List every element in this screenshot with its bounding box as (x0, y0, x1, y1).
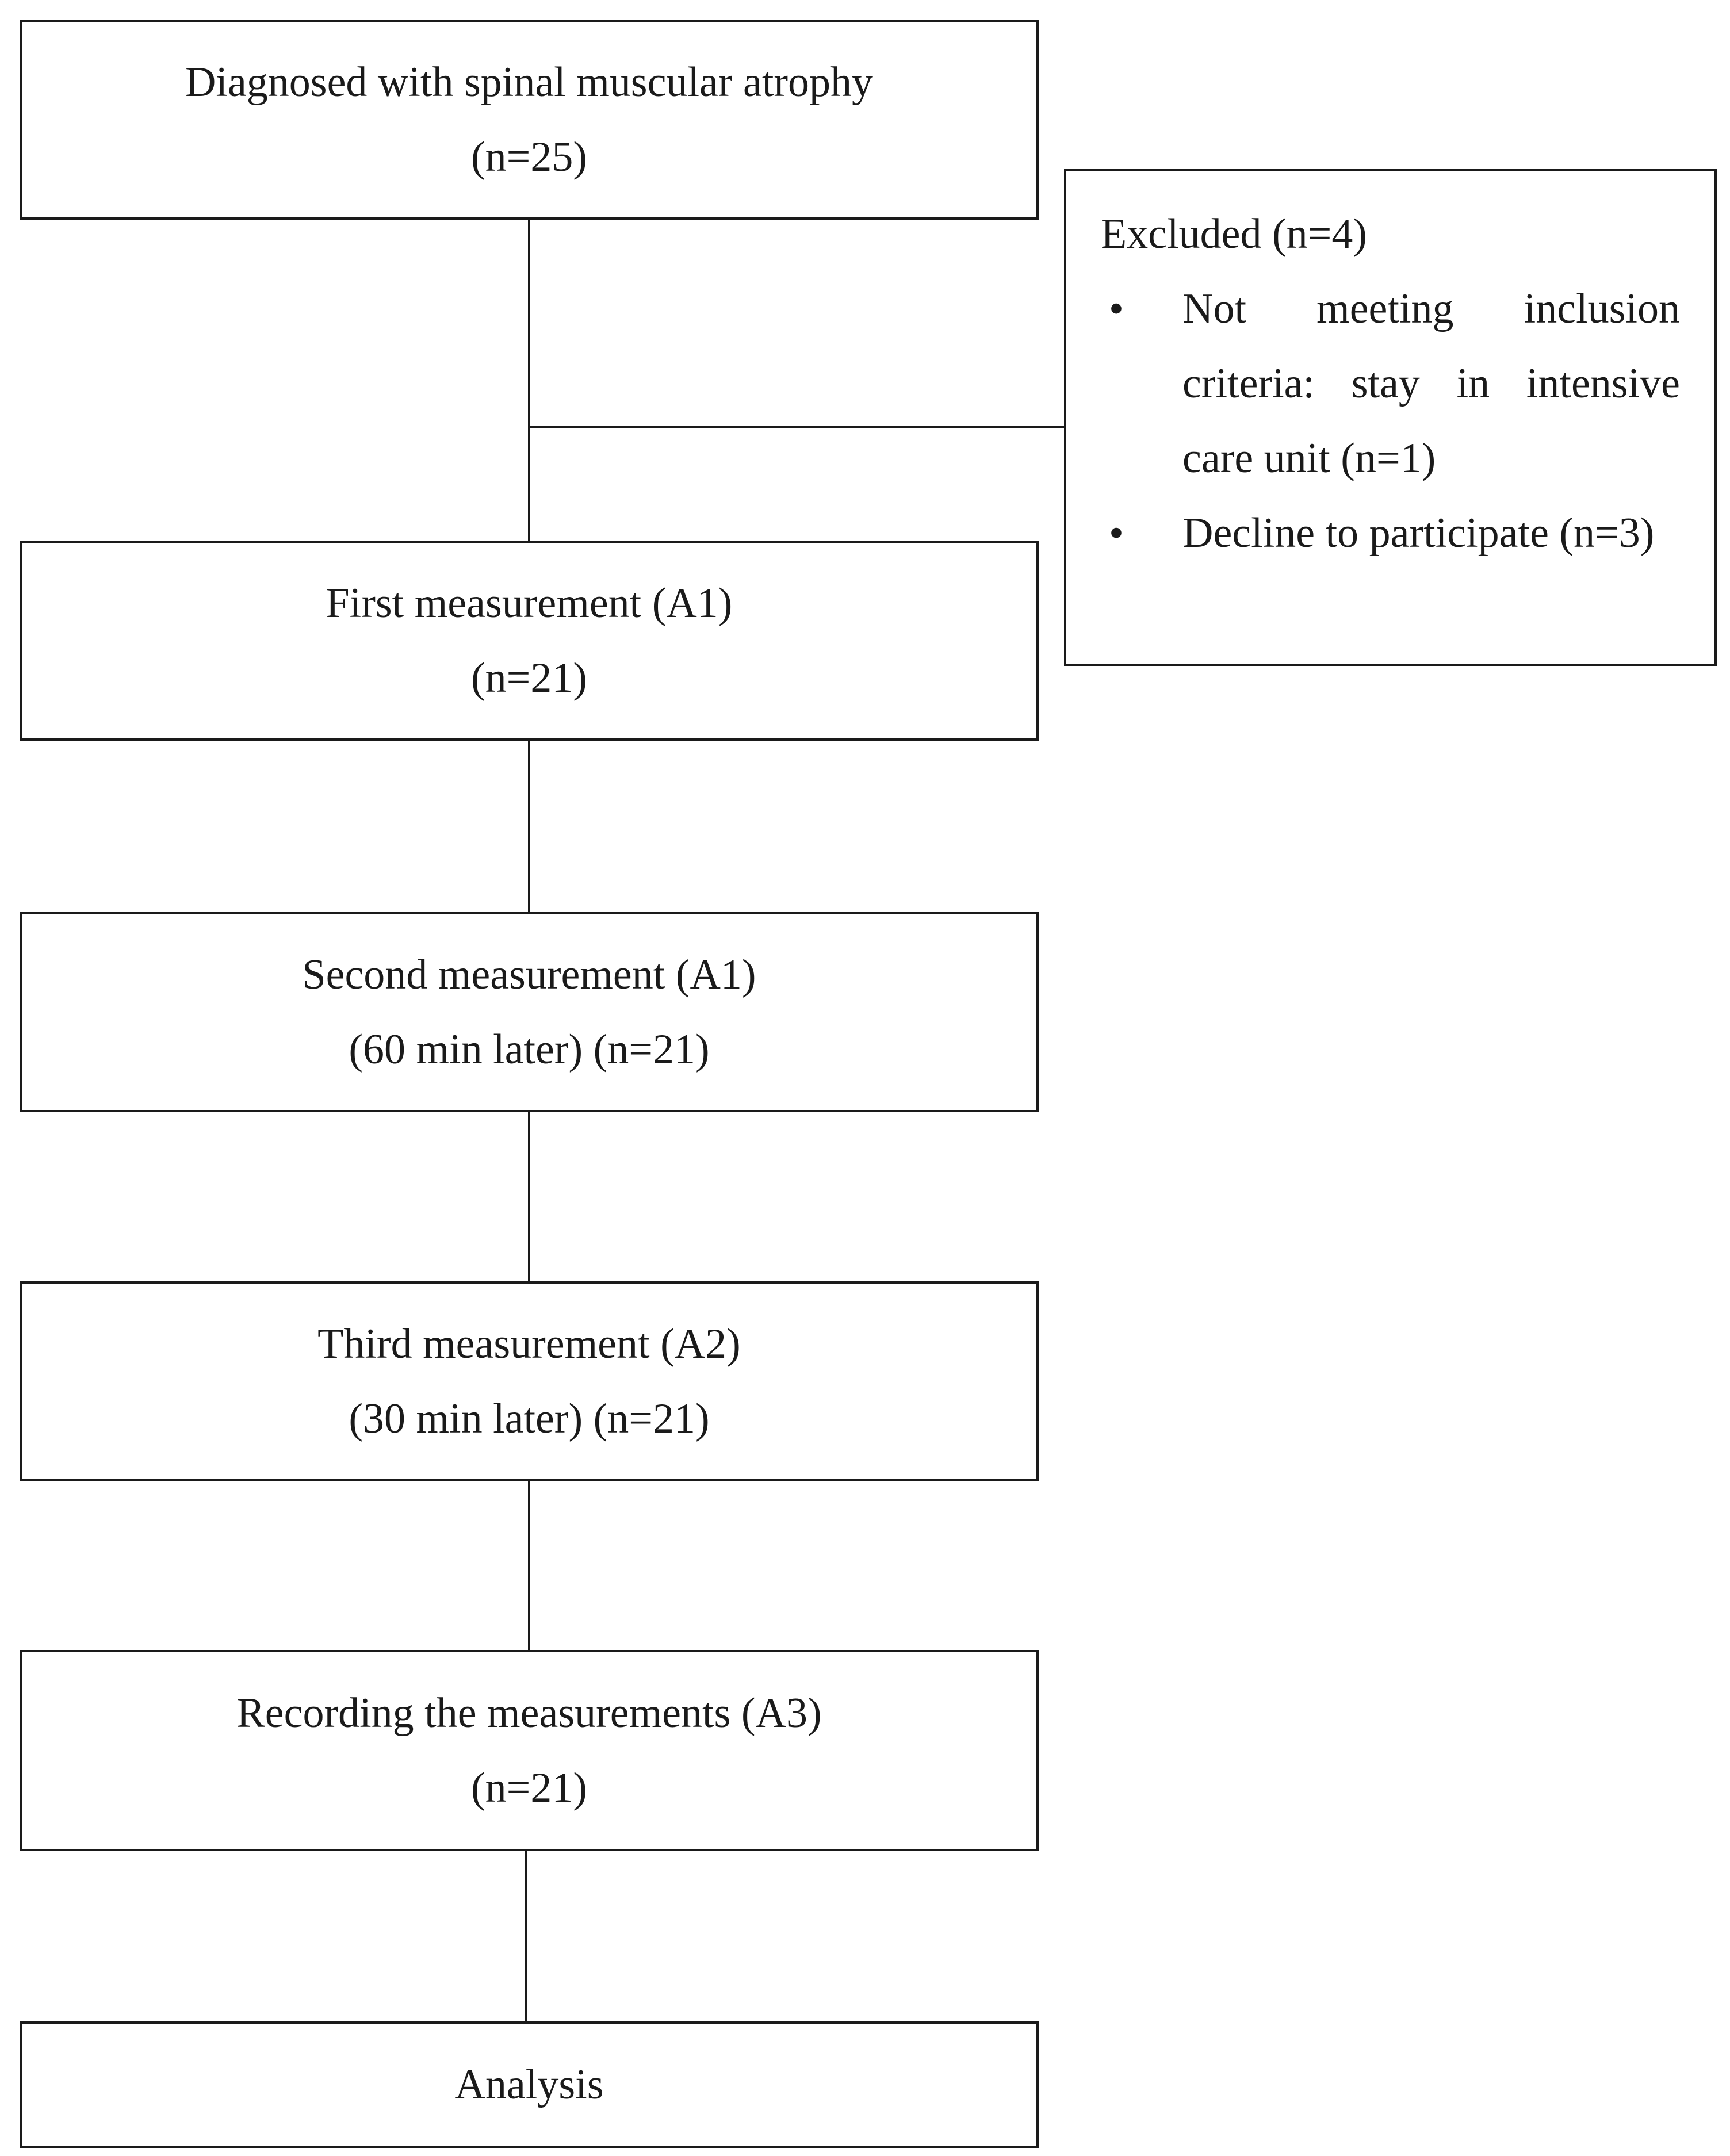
first-measurement-label: First measurement (A1) (326, 580, 733, 627)
connector-to-excluded (529, 426, 1064, 428)
third-measurement-label: Third measurement (A2) (317, 1320, 741, 1368)
second-measurement-count: (60 min later) (n=21) (349, 1026, 710, 1073)
bullet-icon: • (1109, 285, 1124, 332)
connector-diagnosed-first (528, 220, 530, 541)
excluded-item: • Decline to participate (n=3) (1101, 496, 1680, 570)
third-measurement-count: (30 min later) (n=21) (349, 1395, 710, 1442)
analysis-box: Analysis (20, 2021, 1039, 2148)
excluded-item: • Not meeting inclusion criteria: stay i… (1101, 271, 1680, 496)
diagnosed-box: Diagnosed with spinal muscular atrophy (… (20, 20, 1039, 220)
diagnosed-count: (n=25) (470, 133, 588, 181)
connector-third-recording (528, 1481, 530, 1650)
excluded-item-text: Not meeting inclusion criteria: stay in … (1182, 285, 1680, 482)
connector-first-second (528, 741, 530, 912)
first-measurement-box: First measurement (A1) (n=21) (20, 541, 1039, 741)
excluded-box: Excluded (n=4) • Not meeting inclusion c… (1064, 169, 1717, 666)
recording-label: Recording the measurements (A3) (236, 1690, 822, 1737)
second-measurement-box: Second measurement (A1) (60 min later) (… (20, 912, 1039, 1112)
bullet-icon: • (1109, 510, 1124, 557)
first-measurement-count: (n=21) (470, 654, 588, 702)
connector-recording-analysis (525, 1851, 527, 2021)
excluded-title: Excluded (n=4) (1101, 210, 1367, 258)
second-measurement-label: Second measurement (A1) (302, 951, 756, 998)
diagnosed-label: Diagnosed with spinal muscular atrophy (185, 59, 874, 106)
recording-box: Recording the measurements (A3) (n=21) (20, 1650, 1039, 1851)
analysis-label: Analysis (454, 2061, 604, 2108)
third-measurement-box: Third measurement (A2) (30 min later) (n… (20, 1281, 1039, 1481)
recording-count: (n=21) (470, 1764, 588, 1812)
connector-second-third (528, 1112, 530, 1281)
excluded-item-text: Decline to participate (n=3) (1182, 510, 1655, 557)
